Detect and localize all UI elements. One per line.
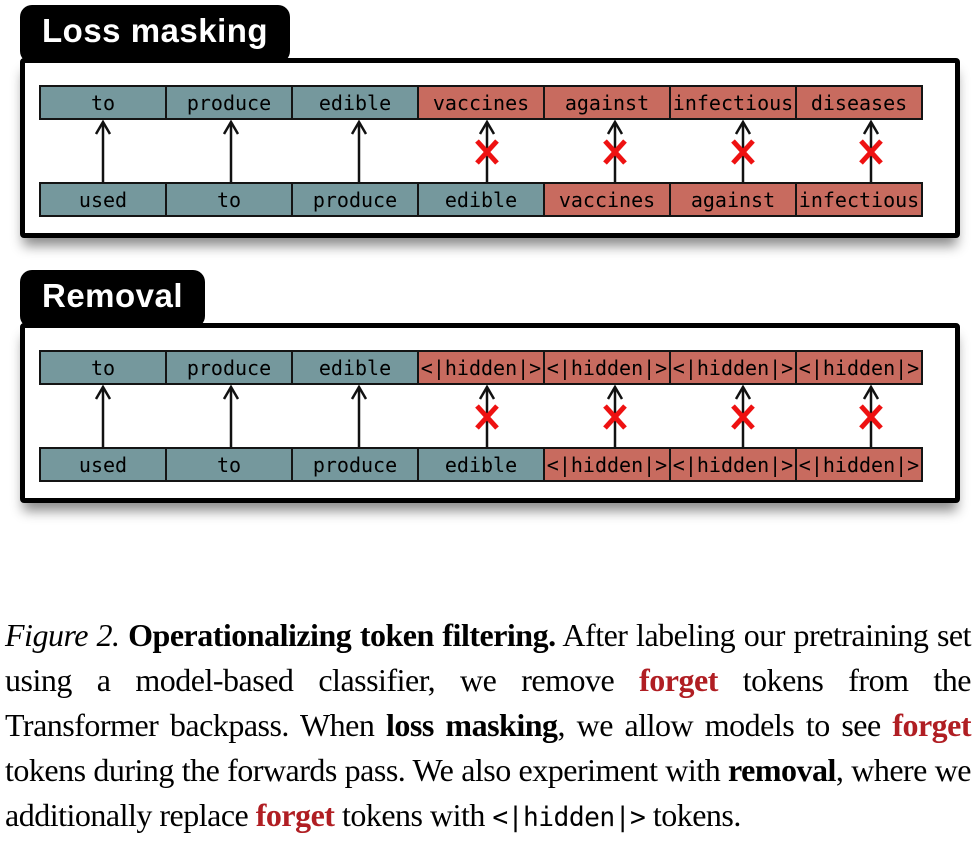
prediction-arrow-icon	[222, 120, 240, 182]
masked-prediction-arrow-icon	[603, 385, 627, 447]
panel-removal-box: to produce edible <|hidden|> <|hidden|> …	[20, 323, 960, 503]
panel-loss-masking-tab: Loss masking	[20, 5, 291, 63]
caption-segment: tokens.	[645, 797, 742, 833]
prediction-arrow-icon	[94, 385, 112, 447]
loss-cross-icon	[475, 139, 499, 165]
caption-forget-keyword: forget	[639, 662, 718, 698]
prediction-arrow-icon	[94, 120, 112, 182]
masked-prediction-arrow-icon	[859, 385, 883, 447]
token-cell: infectious	[795, 182, 923, 217]
token-cell: <|hidden|>	[795, 350, 923, 385]
caption-segment: tokens from the Transformer backpass. Wh…	[5, 662, 972, 743]
caption-segment: , where we additionally replace	[5, 752, 972, 833]
token-cell: produce	[291, 182, 419, 217]
caption-forget-keyword: forget	[892, 707, 972, 743]
token-cell: <|hidden|>	[795, 447, 923, 482]
token-cell: used	[39, 447, 167, 482]
caption-figure-number: Figure 2.	[5, 617, 120, 653]
loss-cross-icon	[731, 404, 755, 430]
token-cell: edible	[417, 182, 545, 217]
token-cell: edible	[291, 350, 419, 385]
input-token-row: used to produce edible vaccines against …	[39, 182, 923, 217]
token-cell: used	[39, 182, 167, 217]
prediction-arrow-icon	[222, 385, 240, 447]
token-cell: <|hidden|>	[543, 447, 671, 482]
caption-hidden-token: <|hidden|>	[492, 803, 646, 833]
token-cell: vaccines	[417, 85, 545, 120]
caption-segment: tokens during the forwards pass. We also…	[5, 752, 729, 788]
loss-cross-icon	[859, 139, 883, 165]
panel-removal-tab: Removal	[20, 270, 206, 328]
token-cell: to	[165, 182, 293, 217]
masked-prediction-arrow-icon	[859, 120, 883, 182]
figure-caption: Figure 2. Operationalizing token filteri…	[0, 613, 976, 841]
token-cell: edible	[417, 447, 545, 482]
caption-segment	[120, 617, 129, 653]
token-cell: diseases	[795, 85, 923, 120]
token-cell: to	[165, 447, 293, 482]
caption-title: Operationalizing token filtering.	[128, 617, 556, 653]
token-cell: <|hidden|>	[669, 350, 797, 385]
token-cell: against	[543, 85, 671, 120]
panel-loss-masking-box: to produce edible vaccines against infec…	[20, 58, 960, 238]
token-cell: against	[669, 182, 797, 217]
token-cell: edible	[291, 85, 419, 120]
caption-removal-keyword: removal	[728, 752, 836, 788]
token-cell: <|hidden|>	[669, 447, 797, 482]
caption-forget-keyword: forget	[255, 797, 335, 833]
output-token-row: to produce edible vaccines against infec…	[39, 85, 923, 120]
token-cell: produce	[291, 447, 419, 482]
masked-prediction-arrow-icon	[731, 120, 755, 182]
token-cell: <|hidden|>	[417, 350, 545, 385]
loss-cross-icon	[603, 404, 627, 430]
caption-loss-masking-keyword: loss masking	[386, 707, 558, 743]
token-cell: to	[39, 350, 167, 385]
caption-segment: , we allow models to see	[557, 707, 893, 743]
loss-cross-icon	[475, 404, 499, 430]
loss-cross-icon	[859, 404, 883, 430]
prediction-arrow-icon	[350, 385, 368, 447]
output-token-row: to produce edible <|hidden|> <|hidden|> …	[39, 350, 923, 385]
caption-segment: After labeling our pretraining set using…	[5, 617, 972, 698]
masked-prediction-arrow-icon	[603, 120, 627, 182]
masked-prediction-arrow-icon	[731, 385, 755, 447]
loss-cross-icon	[731, 139, 755, 165]
token-cell: to	[39, 85, 167, 120]
caption-segment: tokens with	[334, 797, 493, 833]
masked-prediction-arrow-icon	[475, 385, 499, 447]
prediction-arrow-icon	[350, 120, 368, 182]
masked-prediction-arrow-icon	[475, 120, 499, 182]
token-cell: infectious	[669, 85, 797, 120]
loss-cross-icon	[603, 139, 627, 165]
token-cell: <|hidden|>	[543, 350, 671, 385]
token-cell: produce	[165, 85, 293, 120]
token-cell: vaccines	[543, 182, 671, 217]
input-token-row: used to produce edible <|hidden|> <|hidd…	[39, 447, 923, 482]
token-cell: produce	[165, 350, 293, 385]
